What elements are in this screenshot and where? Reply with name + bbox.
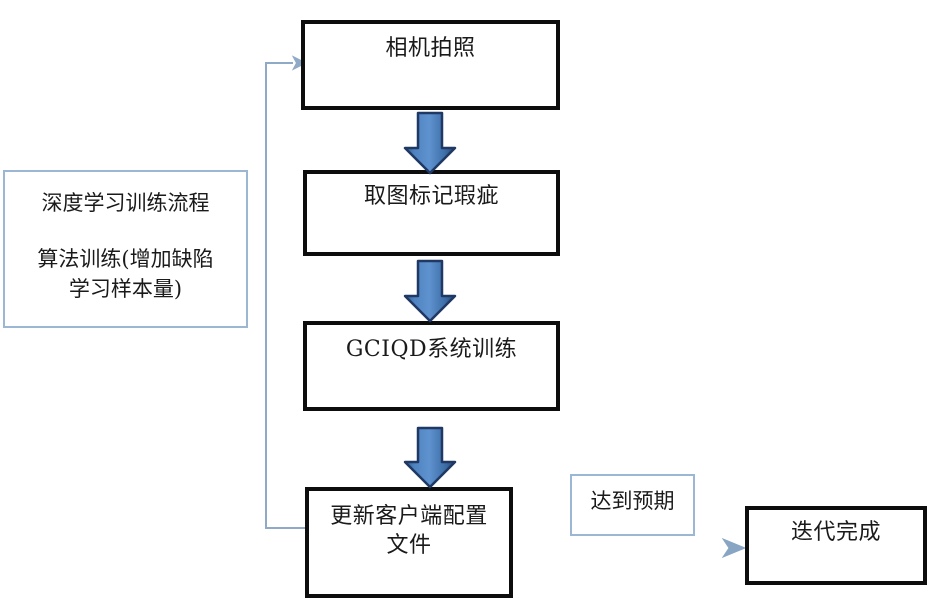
terminal-box-iteration-complete[interactable]: 迭代完成 (745, 506, 927, 585)
note-line-1: 深度学习训练流程 (41, 191, 210, 215)
step-box-camera-capture[interactable]: 相机拍照 (301, 20, 560, 110)
step-box-label: GCIQD系统训练 (345, 337, 518, 362)
step-box-label: 更新客户端配置 文件 (330, 504, 488, 559)
step-box-update-client-config[interactable]: 更新客户端配置 文件 (305, 487, 513, 598)
arrow-step3-step4-icon (403, 426, 457, 489)
arrow-step1-step2-icon (403, 111, 457, 175)
step-box-label: 相机拍照 (385, 36, 476, 61)
condition-box-label: 达到预期 (590, 489, 675, 513)
note-line-2: 算法训练(增加缺陷 学习样本量) (37, 247, 214, 302)
terminal-connector (513, 537, 747, 559)
training-process-note: 深度学习训练流程 算法训练(增加缺陷 学习样本量) (3, 170, 248, 328)
arrow-step2-step3-icon (403, 259, 457, 323)
step-box-label: 取图标记瑕疵 (363, 184, 499, 209)
condition-box-expected: 达到预期 (570, 474, 695, 536)
feedback-connector (265, 55, 308, 529)
step-box-gciqd-training[interactable]: GCIQD系统训练 (303, 321, 560, 411)
step-box-label-defects[interactable]: 取图标记瑕疵 (303, 170, 560, 256)
terminal-box-label: 迭代完成 (790, 520, 881, 545)
